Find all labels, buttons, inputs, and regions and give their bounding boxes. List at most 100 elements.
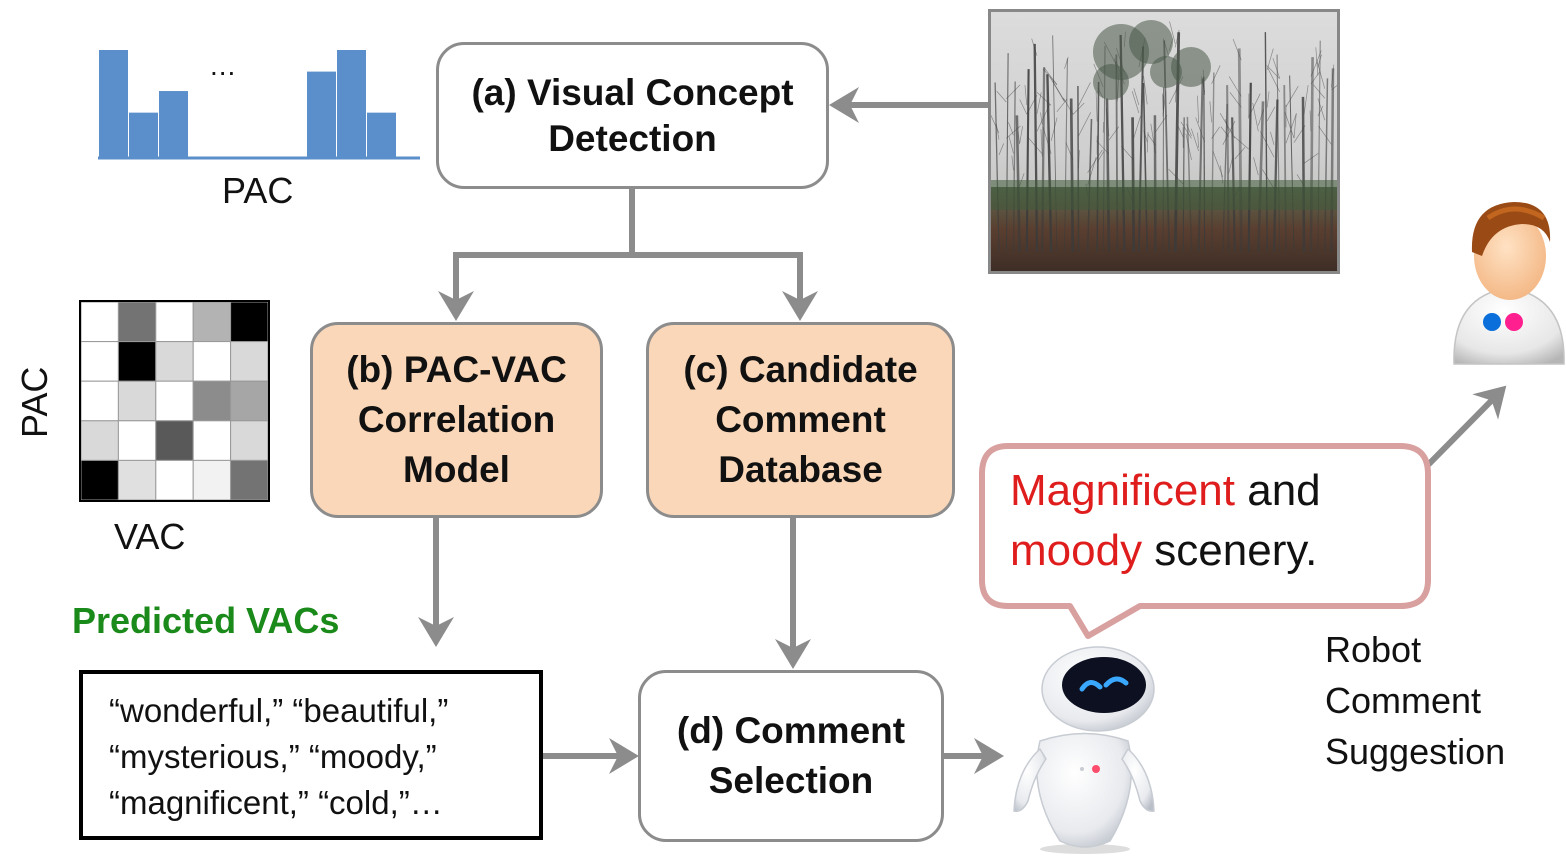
tree-trunk — [1222, 103, 1228, 253]
tree-trunk — [1105, 98, 1111, 253]
tree-trunk — [1289, 75, 1295, 253]
arrow-bubble-to-user — [1422, 385, 1507, 471]
tree-branch — [1063, 97, 1074, 115]
tree-branch — [1011, 155, 1014, 171]
tree-branch — [1285, 85, 1299, 107]
matrix-cell-r5-c3 — [155, 459, 194, 500]
robot-label-line-1: Robot — [1325, 629, 1422, 670]
tree-trunk — [1324, 78, 1329, 253]
matrix-cell-r1-c4 — [192, 302, 232, 343]
tree-branch — [1331, 84, 1337, 91]
predicted-vacs-heading: Predicted VACs — [72, 600, 340, 641]
robot-icon — [1013, 646, 1155, 854]
tree-branch — [1133, 88, 1140, 106]
matrix-cell-r3-c2 — [117, 380, 157, 422]
tree-branch — [1293, 113, 1297, 139]
stage-c-box: (c) Candidate Comment Database — [646, 322, 955, 518]
tree-trunk — [1237, 48, 1243, 253]
tree-trunk — [1096, 81, 1100, 253]
histogram-label: PAC — [222, 170, 294, 211]
matrix-cell-r2-c5 — [230, 341, 268, 382]
tree-branch — [1272, 58, 1280, 79]
tree-trunk — [1077, 86, 1080, 253]
tree-branch — [1162, 93, 1164, 110]
tree-branch — [1197, 132, 1199, 148]
tree-branch — [1190, 128, 1199, 152]
matrix-cell-r2-c4 — [192, 341, 232, 382]
tree-trunk — [1257, 101, 1265, 253]
tree-branch — [1232, 38, 1242, 61]
robot-label-line-2: Comment — [1325, 680, 1482, 721]
robot-label: Robot Comment Suggestion — [1325, 624, 1505, 777]
tree-branch — [1186, 123, 1192, 137]
matrix-cell-r5-c4 — [192, 459, 232, 500]
tree-trunk — [1142, 83, 1149, 253]
tree-branch — [1260, 131, 1275, 158]
tree-branch — [1303, 84, 1309, 115]
tree-branch — [1040, 112, 1043, 125]
tree-branch — [1270, 131, 1275, 145]
tree-trunk — [1309, 57, 1314, 253]
tree-branch — [1143, 75, 1148, 105]
tree-trunk — [1226, 85, 1230, 253]
tree-branch — [1078, 150, 1080, 169]
tree-branch — [1095, 91, 1098, 122]
tree-branch — [1121, 145, 1135, 161]
user-avatar-icon — [1453, 202, 1565, 365]
tree-branch — [1211, 126, 1220, 139]
stage-d-box: (d) Comment Selection — [638, 670, 944, 842]
tree-branch — [1042, 127, 1052, 154]
histogram-bar-left-1 — [99, 50, 128, 158]
histogram-bar-left-3 — [159, 91, 188, 158]
histogram-ellipsis: ... — [210, 50, 237, 81]
tree-branch — [1143, 130, 1148, 142]
tree-branch — [1049, 76, 1065, 102]
tree-trunk — [1033, 43, 1039, 253]
histogram-bar-right-3 — [367, 112, 396, 158]
stage-a-line-2: Detection — [548, 117, 717, 159]
tree-trunk — [1301, 96, 1306, 253]
tree-branch — [1195, 117, 1205, 143]
tree-trunk — [1025, 69, 1030, 253]
tree-branch — [1146, 131, 1149, 153]
tree-branch — [1317, 54, 1322, 67]
tree-branch — [1096, 140, 1110, 155]
tree-branch — [1220, 126, 1229, 137]
tree-branch — [1266, 106, 1276, 122]
tree-branch — [1096, 151, 1105, 163]
tree-branch — [996, 90, 1007, 103]
tree-branch — [1257, 109, 1264, 126]
tree-trunk — [1203, 76, 1206, 253]
tree-branch — [998, 143, 1005, 156]
tree-branch — [1019, 99, 1028, 115]
tree-branch — [1317, 98, 1326, 121]
matrix-cell-r4-c3 — [155, 420, 194, 461]
tree-trunk — [1046, 74, 1053, 253]
tree-branch — [1233, 136, 1249, 150]
predicted-vacs-list: “wonderful,” “beautiful,” “mysterious,” … — [79, 670, 543, 840]
tree-branch — [1087, 149, 1103, 173]
tree-branch — [1078, 82, 1091, 106]
tree-branch — [1064, 56, 1069, 69]
matrix-cell-r4-c2 — [117, 420, 157, 461]
stage-b-line-2: Correlation — [357, 398, 556, 440]
tree-branch — [1316, 59, 1326, 89]
tree-branch — [1197, 95, 1199, 124]
tree-branch — [1228, 76, 1242, 97]
histogram-bar-right-1 — [307, 71, 336, 158]
tree-branch — [995, 123, 1000, 140]
input-photo — [988, 9, 1340, 274]
tree-trunk — [1137, 46, 1145, 253]
matrix-col-label: VAC — [114, 516, 186, 557]
stage-c-line-1: (c) Candidate — [683, 348, 918, 390]
tree-trunk — [1197, 78, 1204, 253]
arrow-a-to-c — [632, 252, 818, 321]
tree-branch — [1318, 125, 1332, 145]
tree-branch — [1027, 136, 1043, 155]
tree-branch — [1174, 29, 1180, 48]
pac-histogram — [98, 50, 420, 160]
tree-branch — [1024, 85, 1028, 106]
stage-b-line-3: Model — [403, 449, 510, 491]
tree-branch — [1219, 112, 1236, 139]
tree-trunk — [1069, 98, 1075, 253]
